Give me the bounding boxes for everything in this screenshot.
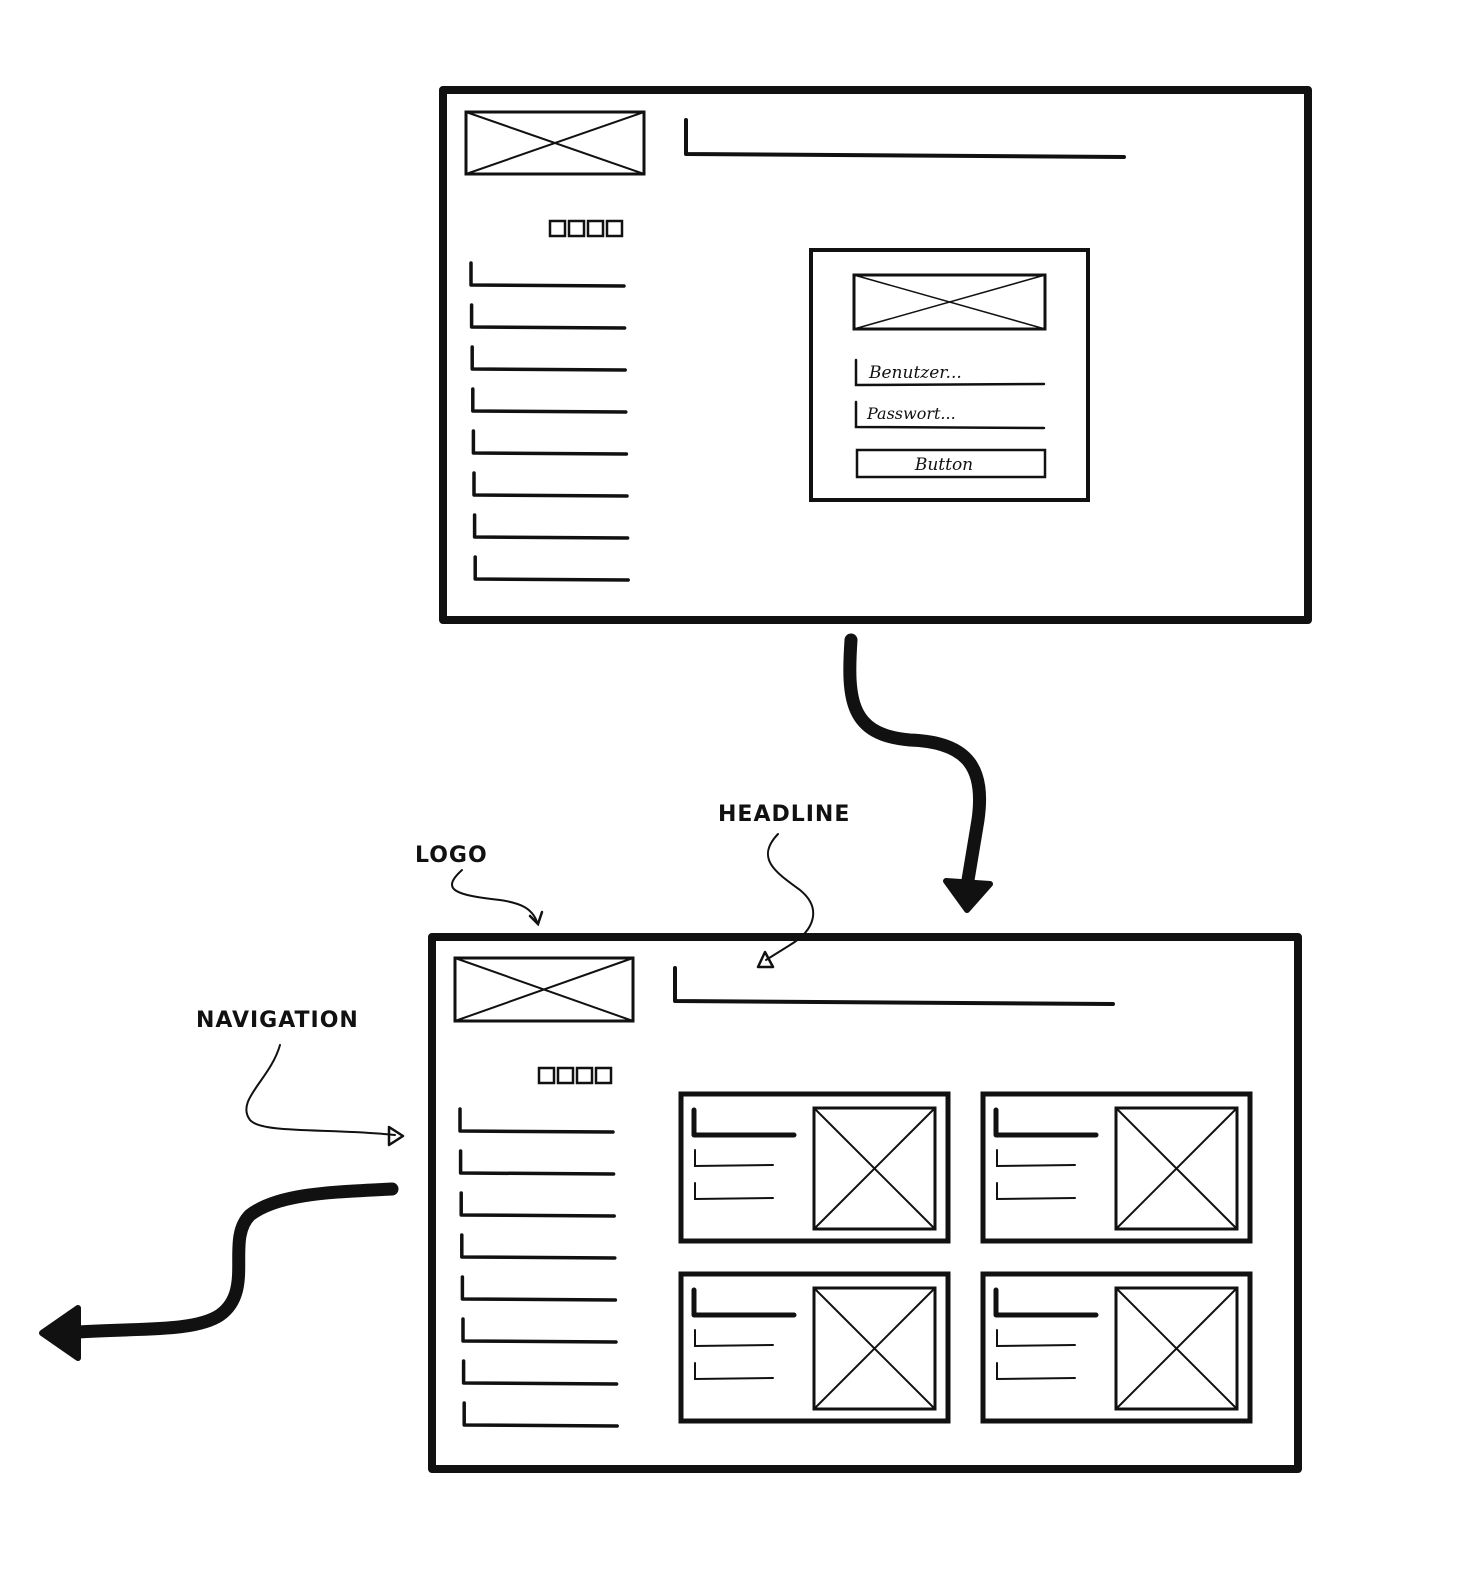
dashboard-card-frame <box>980 1271 1253 1424</box>
annotation-headline-label: HEADLINE <box>718 802 850 827</box>
password-field[interactable]: Passwort... <box>854 400 1046 430</box>
dashboard-pagination-square-4[interactable] <box>594 1066 613 1085</box>
annotation-logo-label: LOGO <box>415 843 488 868</box>
dashboard-card-1[interactable] <box>678 1091 951 1244</box>
login-form-image <box>852 273 1047 331</box>
dashboard-card-title-line <box>691 1287 797 1318</box>
login-nav-item-1[interactable] <box>469 261 626 288</box>
login-nav-item-4[interactable] <box>471 387 628 414</box>
dashboard-card-image <box>812 1286 937 1411</box>
dashboard-card-image <box>1114 1106 1239 1231</box>
login-pagination-square-3[interactable] <box>586 219 605 238</box>
dashboard-nav-item-1[interactable] <box>458 1107 615 1134</box>
login-pagination-square-4[interactable] <box>605 219 624 238</box>
dashboard-card-title-line <box>993 1107 1099 1138</box>
dashboard-card-image <box>812 1106 937 1231</box>
dashboard-card-text-line <box>996 1182 1076 1201</box>
login-pagination-square-2[interactable] <box>567 219 586 238</box>
dashboard-logo-placeholder <box>453 956 635 1023</box>
dashboard-card-image <box>1114 1286 1239 1411</box>
dashboard-nav-item-2[interactable] <box>458 1149 616 1176</box>
login-form: Benutzer... Passwort... Button <box>809 248 1090 502</box>
login-nav-item-8[interactable] <box>473 555 630 582</box>
dashboard-nav-item-3[interactable] <box>459 1191 616 1218</box>
dashboard-nav-item-8[interactable] <box>462 1401 619 1428</box>
login-headline-line <box>684 118 1126 159</box>
dashboard-card-text-line <box>694 1362 774 1381</box>
dashboard-card-text-line <box>694 1149 774 1168</box>
login-screen: Benutzer... Passwort... Button <box>439 86 1312 624</box>
dashboard-card-2[interactable] <box>980 1091 1253 1244</box>
annotation-logo: LOGO <box>415 843 544 927</box>
login-pagination-square-1[interactable] <box>548 219 567 238</box>
dashboard-pagination-square-2[interactable] <box>556 1066 575 1085</box>
login-screen-frame <box>439 86 1312 624</box>
username-field[interactable]: Benutzer... <box>854 358 1046 387</box>
dashboard-card-3[interactable] <box>678 1271 951 1424</box>
dashboard-card-frame <box>678 1091 951 1244</box>
dashboard-nav-item-7[interactable] <box>461 1359 619 1386</box>
dashboard-pagination-square-1[interactable] <box>537 1066 556 1085</box>
dashboard-navigation <box>458 1107 619 1428</box>
dashboard-card-frame <box>678 1271 951 1424</box>
dashboard-card-4[interactable] <box>980 1271 1253 1424</box>
flow-arrow-left <box>39 1182 399 1361</box>
login-nav-item-5[interactable] <box>471 429 629 456</box>
login-button[interactable]: Button <box>855 448 1047 479</box>
flow-arrow-down <box>843 633 993 913</box>
dashboard-card-text-line <box>694 1182 774 1201</box>
dashboard-pagination-square-3[interactable] <box>575 1066 594 1085</box>
dashboard-nav-item-4[interactable] <box>460 1233 617 1260</box>
login-nav-item-7[interactable] <box>472 513 630 540</box>
login-button-label: Button <box>914 455 973 475</box>
flow-arrow-down-head <box>943 878 993 913</box>
login-pagination-squares <box>548 219 624 238</box>
login-form-frame <box>809 248 1090 502</box>
dashboard-card-text-line <box>694 1329 774 1348</box>
dashboard-card-title-line <box>691 1107 797 1138</box>
login-nav-item-6[interactable] <box>472 471 629 498</box>
password-placeholder: Passwort... <box>866 404 956 423</box>
dashboard-card-grid <box>678 1091 1253 1424</box>
dashboard-card-text-line <box>996 1362 1076 1381</box>
login-nav-item-2[interactable] <box>469 303 627 330</box>
dashboard-screen <box>428 933 1302 1473</box>
username-placeholder: Benutzer... <box>868 363 962 383</box>
dashboard-card-text-line <box>996 1149 1076 1168</box>
dashboard-pagination-squares <box>537 1066 613 1085</box>
flow-arrow-left-head <box>39 1305 81 1361</box>
login-nav-item-3[interactable] <box>470 345 627 372</box>
annotation-headline: HEADLINE <box>718 802 850 969</box>
dashboard-nav-item-6[interactable] <box>461 1317 618 1344</box>
dashboard-card-text-line <box>996 1329 1076 1348</box>
annotation-navigation-label: NAVIGATION <box>196 1008 359 1033</box>
annotation-navigation: NAVIGATION <box>196 1008 405 1147</box>
login-logo-placeholder <box>464 110 646 176</box>
dashboard-card-frame <box>980 1091 1253 1244</box>
dashboard-screen-frame <box>428 933 1302 1473</box>
dashboard-nav-item-5[interactable] <box>460 1275 618 1302</box>
login-navigation <box>469 261 630 582</box>
dashboard-card-title-line <box>993 1287 1099 1318</box>
dashboard-headline-line <box>673 966 1115 1006</box>
